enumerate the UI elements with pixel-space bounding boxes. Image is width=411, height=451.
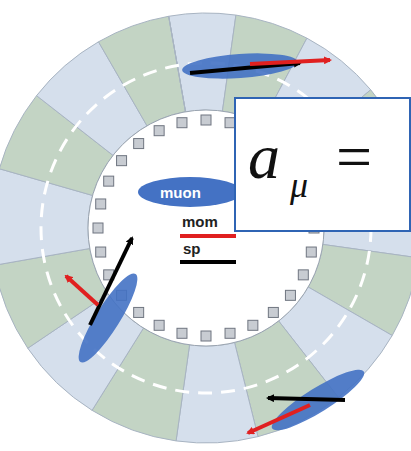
coil-square xyxy=(134,307,144,317)
legend-text: mom xyxy=(182,214,218,229)
formula-text: = xyxy=(336,125,372,189)
coil-square xyxy=(154,126,164,136)
coil-square xyxy=(306,247,316,257)
coil-square xyxy=(268,307,278,317)
legend-text: muon xyxy=(160,185,201,200)
ring-segment xyxy=(99,16,186,126)
coil-square xyxy=(104,176,114,186)
coil-square xyxy=(177,328,187,338)
coil-square xyxy=(201,115,211,125)
legend-text: sp xyxy=(183,241,201,256)
coil-square xyxy=(225,328,235,338)
coil-square xyxy=(298,270,308,280)
coil-square xyxy=(117,156,127,166)
coil-square xyxy=(93,223,103,233)
coil-square xyxy=(96,199,106,209)
coil-square xyxy=(201,331,211,341)
coil-square xyxy=(248,320,258,330)
formula-box: aμ = xyxy=(234,97,411,232)
coil-square xyxy=(154,320,164,330)
coil-square xyxy=(285,290,295,300)
formula-text: a xyxy=(248,125,280,189)
coil-square xyxy=(96,247,106,257)
formula-subscript: μ xyxy=(290,167,308,203)
coil-square xyxy=(177,118,187,128)
coil-square xyxy=(134,139,144,149)
